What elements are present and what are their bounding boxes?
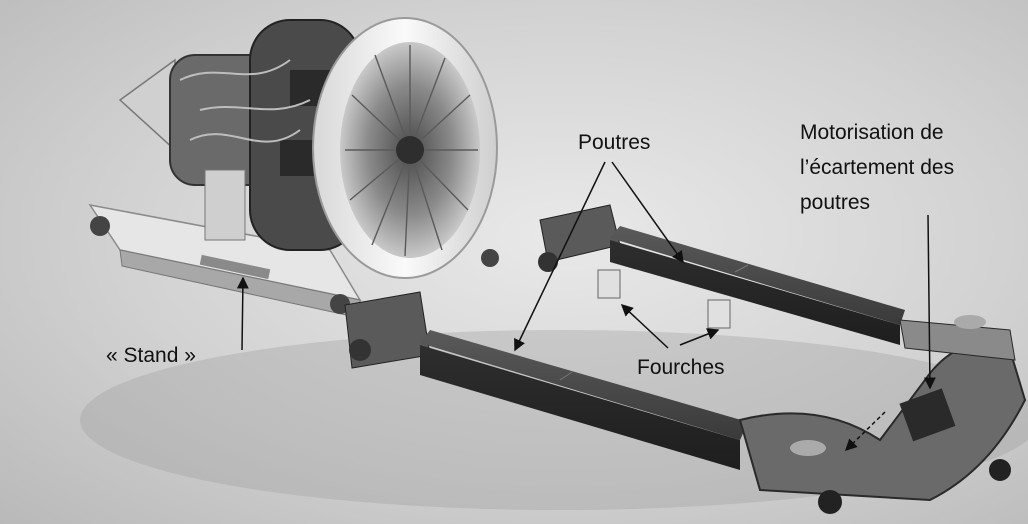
label-motorisation-line3: poutres [800,191,871,214]
annotation-arrows [236,161,936,452]
arrow-fourches-left [620,303,669,349]
label-poutres: Poutres [578,131,651,154]
rear-beam [538,204,905,345]
arrow-stand [236,276,249,351]
spreading-motor [899,388,956,442]
engine-nacelle [312,17,499,279]
label-motorisation-line2: l’écartement des [800,156,955,179]
arrow-poutres-rear [611,161,684,264]
rear-fork-left [597,269,621,299]
label-stand: « Stand » [106,344,196,367]
arrow-spread-direction [844,411,886,452]
rear-fork-right [707,299,731,329]
arrow-fourches-right [679,328,720,346]
label-fourches: Fourches [637,356,725,379]
arrow-motorisation [923,214,936,390]
arrow-poutres-front [514,161,606,352]
label-motorisation-line1: Motorisation de [800,121,944,144]
u-frame-chassis [738,315,1027,514]
front-beam [344,291,748,470]
